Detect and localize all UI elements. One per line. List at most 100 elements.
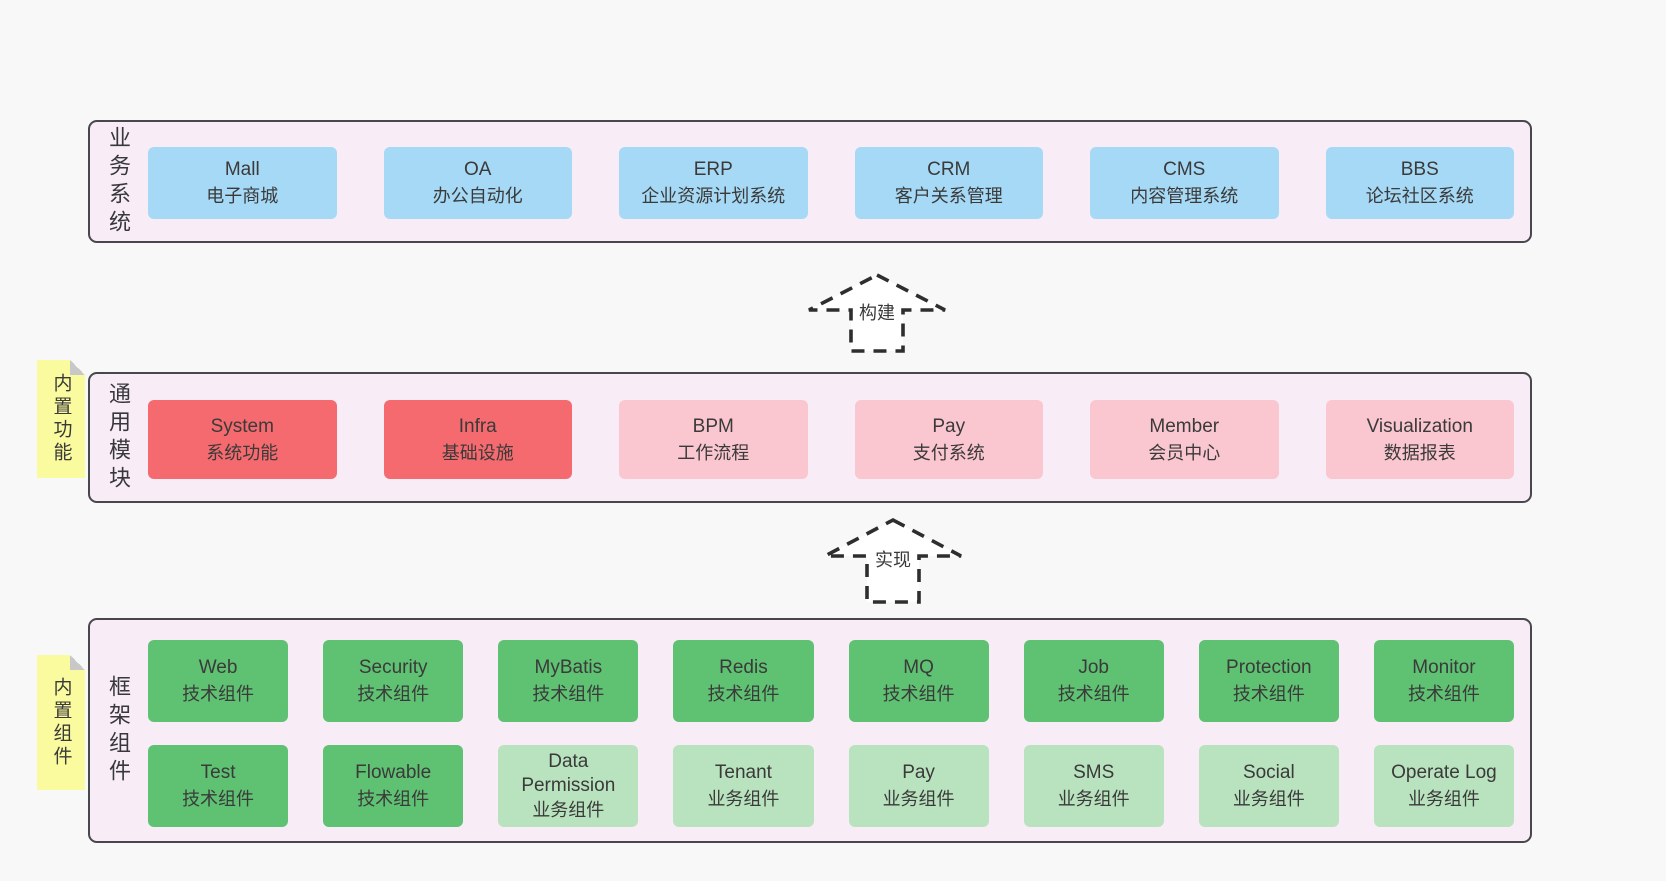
box-subtitle: 业务组件	[707, 789, 780, 809]
box-subtitle: 技术组件	[1057, 684, 1130, 704]
box-title: Member	[1149, 415, 1220, 437]
box-mall: Mall 电子商城	[148, 147, 337, 219]
box-subtitle: 技术组件	[532, 684, 605, 704]
box-bpm: BPM 工作流程	[619, 400, 808, 479]
box-title: MyBatis	[534, 657, 603, 678]
box-cms: CMS 内容管理系统	[1090, 147, 1279, 219]
box-subtitle: 技术组件	[1232, 684, 1305, 704]
box-title: Data Permission	[521, 751, 616, 796]
arrow-build: 构建	[806, 272, 948, 354]
band-business-systems: 业务系统 Mall 电子商城 OA 办公自动化 ERP 企业资源计划系统 CRM…	[88, 120, 1532, 243]
box-subtitle: 业务组件	[1057, 789, 1130, 809]
box-title: Infra	[458, 415, 497, 437]
box-subtitle: 技术组件	[357, 684, 430, 704]
box-subtitle: 内容管理系统	[1130, 186, 1239, 206]
box-subtitle: 电子商城	[206, 186, 279, 206]
sticky-built-in-features: 内置功能	[37, 360, 85, 478]
box-title: CRM	[927, 159, 971, 180]
box-title: Social	[1242, 762, 1295, 783]
box-title: SMS	[1073, 762, 1115, 783]
box-pay: Pay 支付系统	[854, 400, 1043, 479]
box-subtitle: 论坛社区系统	[1365, 186, 1474, 206]
box-title: Visualization	[1366, 415, 1473, 437]
box-web: Web 技术组件	[148, 640, 289, 722]
box-subtitle: 技术组件	[1407, 684, 1480, 704]
box-bbs: BBS 论坛社区系统	[1325, 147, 1514, 219]
box-subtitle: 基础设施	[441, 442, 514, 463]
box-title: Flowable	[355, 762, 432, 783]
box-protection: Protection 技术组件	[1198, 640, 1339, 722]
box-subtitle: 技术组件	[182, 789, 255, 809]
box-infra: Infra 基础设施	[383, 400, 572, 479]
folded-corner-icon	[70, 655, 85, 670]
box-title: BPM	[692, 415, 734, 437]
box-subtitle: 客户关系管理	[894, 186, 1003, 206]
box-flowable: Flowable 技术组件	[323, 745, 464, 827]
box-mybatis: MyBatis 技术组件	[498, 640, 639, 722]
sticky-built-in-components: 内置组件	[37, 655, 85, 790]
box-title: ERP	[693, 159, 733, 180]
box-title: Job	[1078, 657, 1109, 678]
box-title: Monitor	[1412, 657, 1476, 678]
box-title: Pay	[932, 415, 966, 437]
box-subtitle: 技术组件	[882, 684, 955, 704]
box-title: OA	[464, 159, 492, 180]
box-subtitle: 办公自动化	[432, 186, 523, 206]
box-subtitle: 工作流程	[677, 442, 750, 463]
box-subtitle: 会员中心	[1148, 442, 1221, 463]
arrow-implement: 实现	[822, 517, 964, 605]
box-social: Social 业务组件	[1198, 745, 1339, 827]
band-business-systems-label: 业务系统	[106, 125, 131, 238]
box-crm: CRM 客户关系管理	[854, 147, 1043, 219]
band-framework-components-label: 框架组件	[106, 674, 131, 787]
box-erp: ERP 企业资源计划系统	[619, 147, 808, 219]
box-oa: OA 办公自动化	[383, 147, 572, 219]
box-subtitle: 技术组件	[357, 789, 430, 809]
box-subtitle: 系统功能	[206, 442, 279, 463]
band-common-modules: 通用模块 System 系统功能 Infra 基础设施 BPM 工作流程 Pay…	[88, 372, 1532, 503]
box-system: System 系统功能	[148, 400, 337, 479]
box-title: Protection	[1226, 657, 1312, 678]
box-subtitle: 技术组件	[707, 684, 780, 704]
box-title: Web	[198, 657, 238, 678]
band-framework-components: 框架组件 Web 技术组件 Security 技术组件 MyBatis 技术组件…	[88, 618, 1532, 843]
box-sms: SMS 业务组件	[1023, 745, 1164, 827]
box-visualization: Visualization 数据报表	[1325, 400, 1514, 479]
box-mq: MQ 技术组件	[848, 640, 989, 722]
arrow-implement-label: 实现	[872, 545, 914, 573]
box-subtitle: 数据报表	[1383, 442, 1456, 463]
box-title: Tenant	[714, 762, 772, 783]
sticky-built-in-components-label: 内置组件	[50, 676, 72, 769]
sticky-built-in-features-label: 内置功能	[50, 373, 72, 465]
box-title: Test	[200, 762, 236, 783]
arrow-build-label: 构建	[856, 298, 898, 326]
box-subtitle: 业务组件	[1407, 789, 1480, 809]
box-pay-business: Pay 业务组件	[848, 745, 989, 827]
box-title: System	[210, 415, 274, 437]
box-redis: Redis 技术组件	[673, 640, 814, 722]
box-security: Security 技术组件	[323, 640, 464, 722]
box-data-permission: Data Permission 业务组件	[498, 745, 639, 827]
box-subtitle: 支付系统	[912, 442, 985, 463]
folded-corner-icon	[70, 360, 85, 375]
box-title: CMS	[1163, 159, 1206, 180]
box-title: Redis	[719, 657, 768, 678]
box-title: Mall	[224, 159, 260, 180]
box-subtitle: 技术组件	[182, 684, 255, 704]
box-tenant: Tenant 业务组件	[673, 745, 814, 827]
box-subtitle: 业务组件	[882, 789, 955, 809]
box-subtitle: 企业资源计划系统	[641, 186, 786, 206]
box-member: Member 会员中心	[1090, 400, 1279, 479]
box-subtitle: 业务组件	[1232, 789, 1305, 809]
box-title: Operate Log	[1391, 762, 1497, 783]
band-common-modules-label: 通用模块	[106, 381, 131, 494]
box-operate-log: Operate Log 业务组件	[1373, 745, 1514, 827]
box-title: BBS	[1400, 159, 1439, 180]
box-title: Security	[358, 657, 428, 678]
box-test: Test 技术组件	[148, 745, 289, 827]
box-title: MQ	[903, 657, 934, 678]
box-title: Pay	[902, 762, 935, 783]
box-subtitle: 业务组件	[532, 800, 605, 820]
box-monitor: Monitor 技术组件	[1373, 640, 1514, 722]
